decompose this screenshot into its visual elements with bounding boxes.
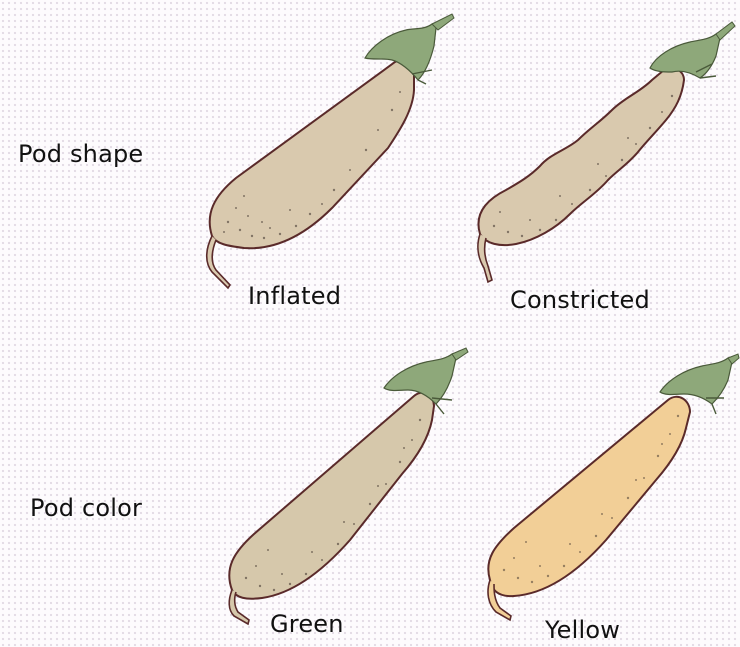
yellow-label: Yellow [545,616,620,644]
yellow-pod-body [488,397,690,596]
